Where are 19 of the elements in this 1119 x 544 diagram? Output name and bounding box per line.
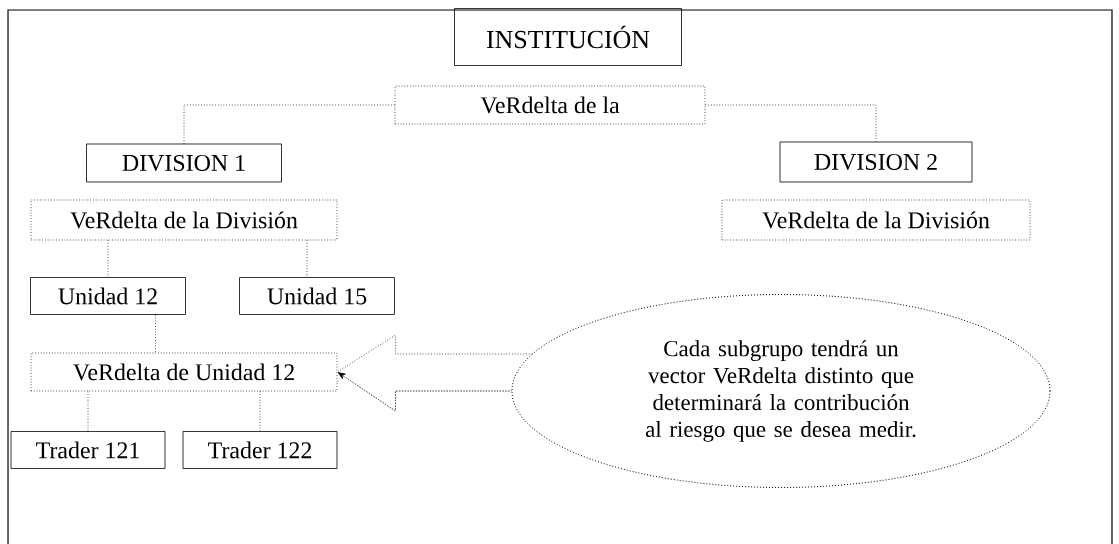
org-box: DIVISION 2 bbox=[779, 141, 973, 183]
org-box: INSTITUCIÓN bbox=[454, 8, 682, 66]
dotted-box: VeRdelta de la División bbox=[30, 199, 338, 241]
org-box: Trader 121 bbox=[10, 431, 166, 469]
org-box: Unidad 12 bbox=[30, 277, 186, 315]
dotted-box: VeRdelta de Unidad 12 bbox=[30, 352, 338, 392]
connector-line bbox=[259, 391, 261, 432]
connector-line bbox=[107, 240, 109, 278]
connector-line bbox=[87, 391, 89, 432]
connector-line bbox=[705, 104, 877, 142]
org-box: Unidad 15 bbox=[239, 277, 395, 315]
connector-line bbox=[155, 314, 156, 353]
org-box: DIVISION 1 bbox=[86, 143, 282, 183]
connector-line bbox=[183, 104, 395, 144]
org-box: Trader 122 bbox=[182, 431, 338, 469]
dotted-box: VeRdelta de la División bbox=[721, 199, 1031, 241]
connector-line bbox=[306, 240, 308, 278]
block-arrow bbox=[337, 334, 533, 412]
dotted-box: VeRdelta de la bbox=[394, 85, 706, 125]
